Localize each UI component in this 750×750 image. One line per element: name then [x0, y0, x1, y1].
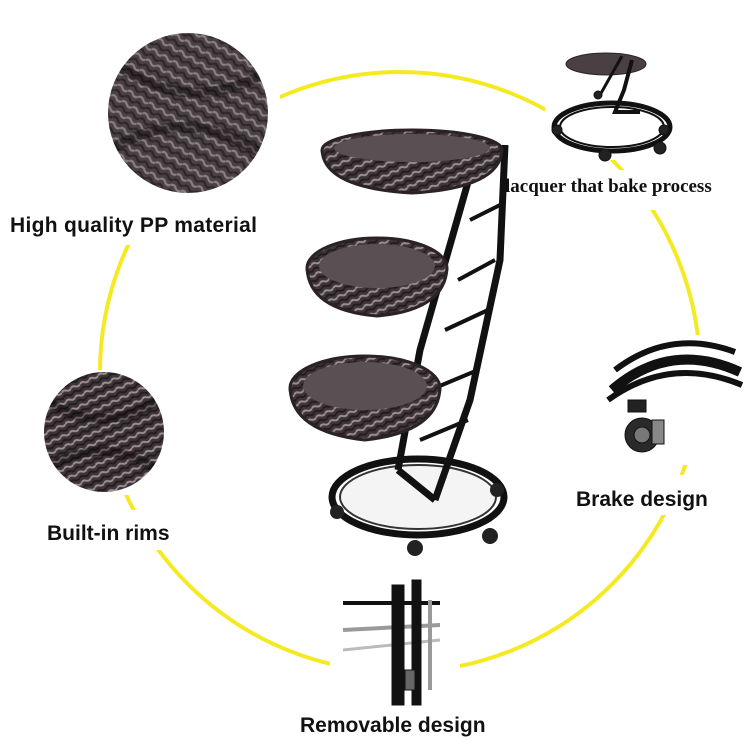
- feature-label-lacquer: lacquer that bake process: [505, 176, 712, 197]
- feature-label-removable: Removable design: [300, 714, 486, 737]
- removable-frame-closeup: [342, 579, 441, 706]
- feature-label-brake: Brake design: [576, 488, 708, 511]
- basket-stand: [288, 128, 509, 556]
- wicker-closeup-pp: [108, 33, 268, 193]
- feature-label-built-in-rims: Built-in rims: [47, 522, 170, 545]
- brake-wheel-closeup: [606, 340, 744, 453]
- frame-base-thumbnail: [551, 52, 673, 162]
- wicker-closeup-rims: [44, 372, 164, 492]
- feature-label-pp-material: High quality PP material: [10, 214, 258, 237]
